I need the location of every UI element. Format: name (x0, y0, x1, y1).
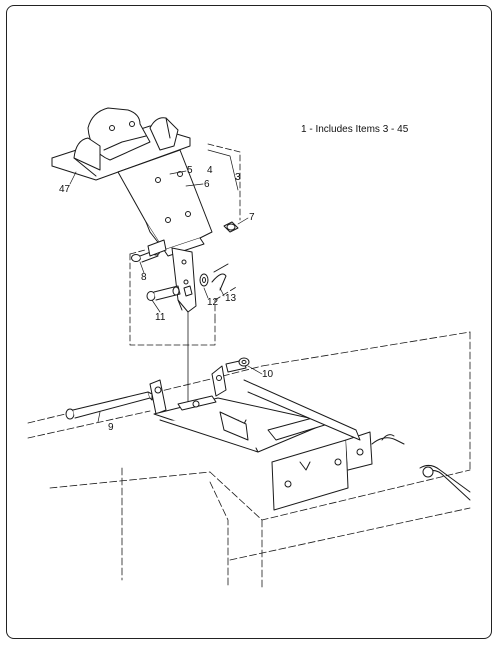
pedal-pad-4 (73, 107, 179, 177)
plate-hole-4 (185, 211, 191, 217)
plate-hole-2 (177, 171, 183, 177)
bushing-7 (223, 221, 239, 233)
assembly-bracket (129, 143, 241, 346)
callout-7: 7 (249, 212, 255, 223)
washer-12 (199, 273, 209, 287)
cotter-pin-13 (211, 263, 229, 291)
callout-5: 5 (187, 165, 193, 176)
pivot-pin-9 (65, 391, 153, 420)
callout-8: 8 (141, 272, 147, 283)
callout-12: 12 (207, 297, 219, 308)
floor-outline (27, 331, 471, 591)
brake-cable (371, 434, 471, 501)
callout-47: 47 (59, 184, 71, 195)
page-border (6, 5, 492, 639)
plate-hole-3 (165, 217, 171, 223)
callout-4: 4 (207, 165, 213, 176)
pad-hole-right (129, 121, 135, 127)
assembly-note: 1 - Includes Items 3 - 45 (301, 124, 409, 135)
plate-hole-1 (155, 177, 161, 183)
brake-mechanism (149, 359, 373, 511)
bushing-8 (131, 239, 167, 263)
callout-6: 6 (204, 179, 210, 190)
callout-11: 11 (155, 312, 166, 323)
nut-10 (238, 357, 250, 367)
callout-9: 9 (108, 422, 114, 433)
pedal-lever (171, 247, 197, 313)
callout-13: 13 (225, 293, 237, 304)
pad-hole-left (109, 125, 115, 131)
callout-10: 10 (262, 369, 274, 380)
callout-3: 3 (235, 172, 241, 183)
bolt-11 (146, 285, 193, 301)
leader-lines (69, 149, 263, 423)
